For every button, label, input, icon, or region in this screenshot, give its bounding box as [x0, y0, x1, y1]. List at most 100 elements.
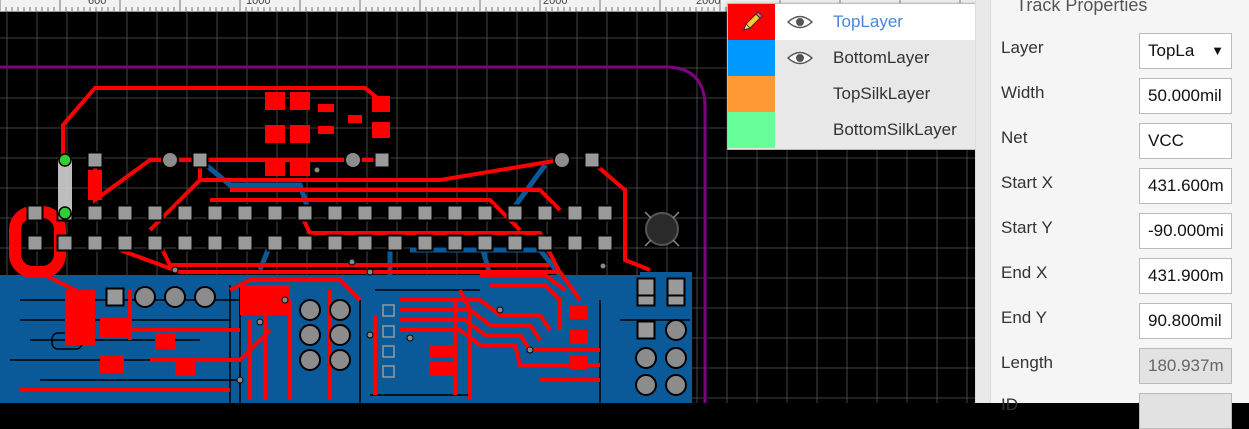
pad — [446, 234, 464, 252]
pad — [583, 151, 601, 169]
pad — [446, 204, 464, 222]
pad — [373, 151, 391, 169]
end-x-label: End X — [1001, 263, 1048, 282]
visibility-toggle[interactable] — [775, 76, 825, 112]
layer-name: TopLayer — [833, 12, 903, 31]
id-input — [1139, 393, 1232, 429]
layer-name: BottomLayer — [833, 48, 930, 67]
layer-item-bottomsilklayer[interactable]: BottomSilkLayer — [728, 112, 983, 148]
pad — [416, 234, 434, 252]
layer-item-bottomlayer[interactable]: BottomLayer — [728, 40, 983, 76]
pcb-board-view[interactable] — [0, 11, 975, 403]
net-label: Net — [1001, 128, 1028, 147]
end-y-label: End Y — [1001, 308, 1048, 327]
layer-color-swatch[interactable] — [728, 4, 775, 40]
eye-icon-glyph — [787, 15, 813, 29]
pad — [266, 204, 284, 222]
layer-label: Layer — [1001, 38, 1044, 57]
pad — [296, 204, 314, 222]
start-x-input[interactable]: 431.600m — [1139, 168, 1232, 204]
pad — [636, 320, 656, 340]
ruler-label: 1000 — [246, 0, 271, 7]
eye-icon[interactable] — [775, 40, 825, 76]
pad — [476, 234, 494, 252]
layer-select[interactable]: TopLa ▼ — [1139, 33, 1232, 69]
start-y-input[interactable]: -90.000mi — [1139, 213, 1232, 249]
pad — [506, 234, 524, 252]
pad — [666, 277, 686, 297]
pencil-icon — [742, 11, 763, 31]
end-y-input[interactable]: 90.800mil — [1139, 303, 1232, 339]
layer-name: BottomSilkLayer — [833, 120, 957, 139]
pad — [326, 204, 344, 222]
net-input[interactable]: VCC — [1139, 123, 1232, 159]
pad — [356, 204, 374, 222]
track-end-handle[interactable] — [58, 206, 72, 220]
pad — [116, 204, 134, 222]
length-input: 180.937m — [1139, 348, 1232, 384]
through-hole-pads — [26, 151, 686, 340]
pad — [116, 234, 134, 252]
panel-title: Track Properties — [1016, 0, 1148, 15]
visibility-toggle[interactable] — [775, 112, 825, 148]
pad — [296, 234, 314, 252]
layer-color-swatch[interactable] — [728, 76, 775, 112]
track-properties-panel: Track Properties Layer TopLa ▼ Width 50.… — [975, 0, 1249, 429]
eye-icon-glyph — [787, 51, 813, 65]
silk-markers — [382, 304, 395, 378]
pad — [86, 151, 104, 169]
pad — [636, 277, 656, 297]
pad — [536, 204, 554, 222]
pad — [266, 234, 284, 252]
pad — [176, 204, 194, 222]
id-label: ID — [1001, 395, 1018, 414]
pad — [176, 234, 194, 252]
width-label: Width — [1001, 83, 1045, 102]
end-x-input[interactable]: 431.900m — [1139, 258, 1232, 294]
pad — [236, 204, 254, 222]
pad — [236, 234, 254, 252]
pad — [386, 234, 404, 252]
pad — [86, 204, 104, 222]
pad — [416, 204, 434, 222]
pad — [206, 204, 224, 222]
layer-select-value: TopLa — [1148, 41, 1195, 60]
layer-item-topsilklayer[interactable]: TopSilkLayer — [728, 76, 983, 112]
pad — [566, 234, 584, 252]
pad — [26, 234, 44, 252]
eye-icon[interactable] — [775, 4, 825, 40]
pad — [596, 204, 614, 222]
start-x-label: Start X — [1001, 173, 1053, 192]
pad — [476, 204, 494, 222]
dropdown-arrow-icon: ▼ — [1211, 43, 1224, 58]
vias — [171, 166, 607, 384]
pad — [536, 234, 554, 252]
pad — [356, 234, 374, 252]
round-pads — [134, 151, 687, 396]
selected-track[interactable] — [58, 153, 72, 220]
track-start-handle[interactable] — [58, 153, 72, 167]
start-y-label: Start Y — [1001, 218, 1053, 237]
pad — [146, 234, 164, 252]
pad — [206, 234, 224, 252]
pad — [191, 151, 209, 169]
width-input[interactable]: 50.000mil — [1139, 78, 1232, 114]
pad — [56, 234, 74, 252]
pad — [326, 234, 344, 252]
pad — [26, 204, 44, 222]
ruler-label: 2000 — [543, 0, 568, 7]
pad — [386, 204, 404, 222]
layer-name: TopSilkLayer — [833, 84, 931, 103]
layer-color-swatch[interactable] — [728, 40, 775, 76]
pad — [146, 204, 164, 222]
panel-divider[interactable] — [976, 0, 991, 403]
layer-item-toplayer[interactable]: TopLayer — [728, 4, 983, 40]
pad — [105, 287, 125, 307]
ruler-label: 600 — [88, 0, 107, 7]
pad — [566, 204, 584, 222]
pad — [506, 204, 524, 222]
ruler-label: 2000 — [696, 0, 721, 7]
layer-color-swatch[interactable] — [728, 112, 775, 148]
mounting-hole — [644, 211, 680, 247]
